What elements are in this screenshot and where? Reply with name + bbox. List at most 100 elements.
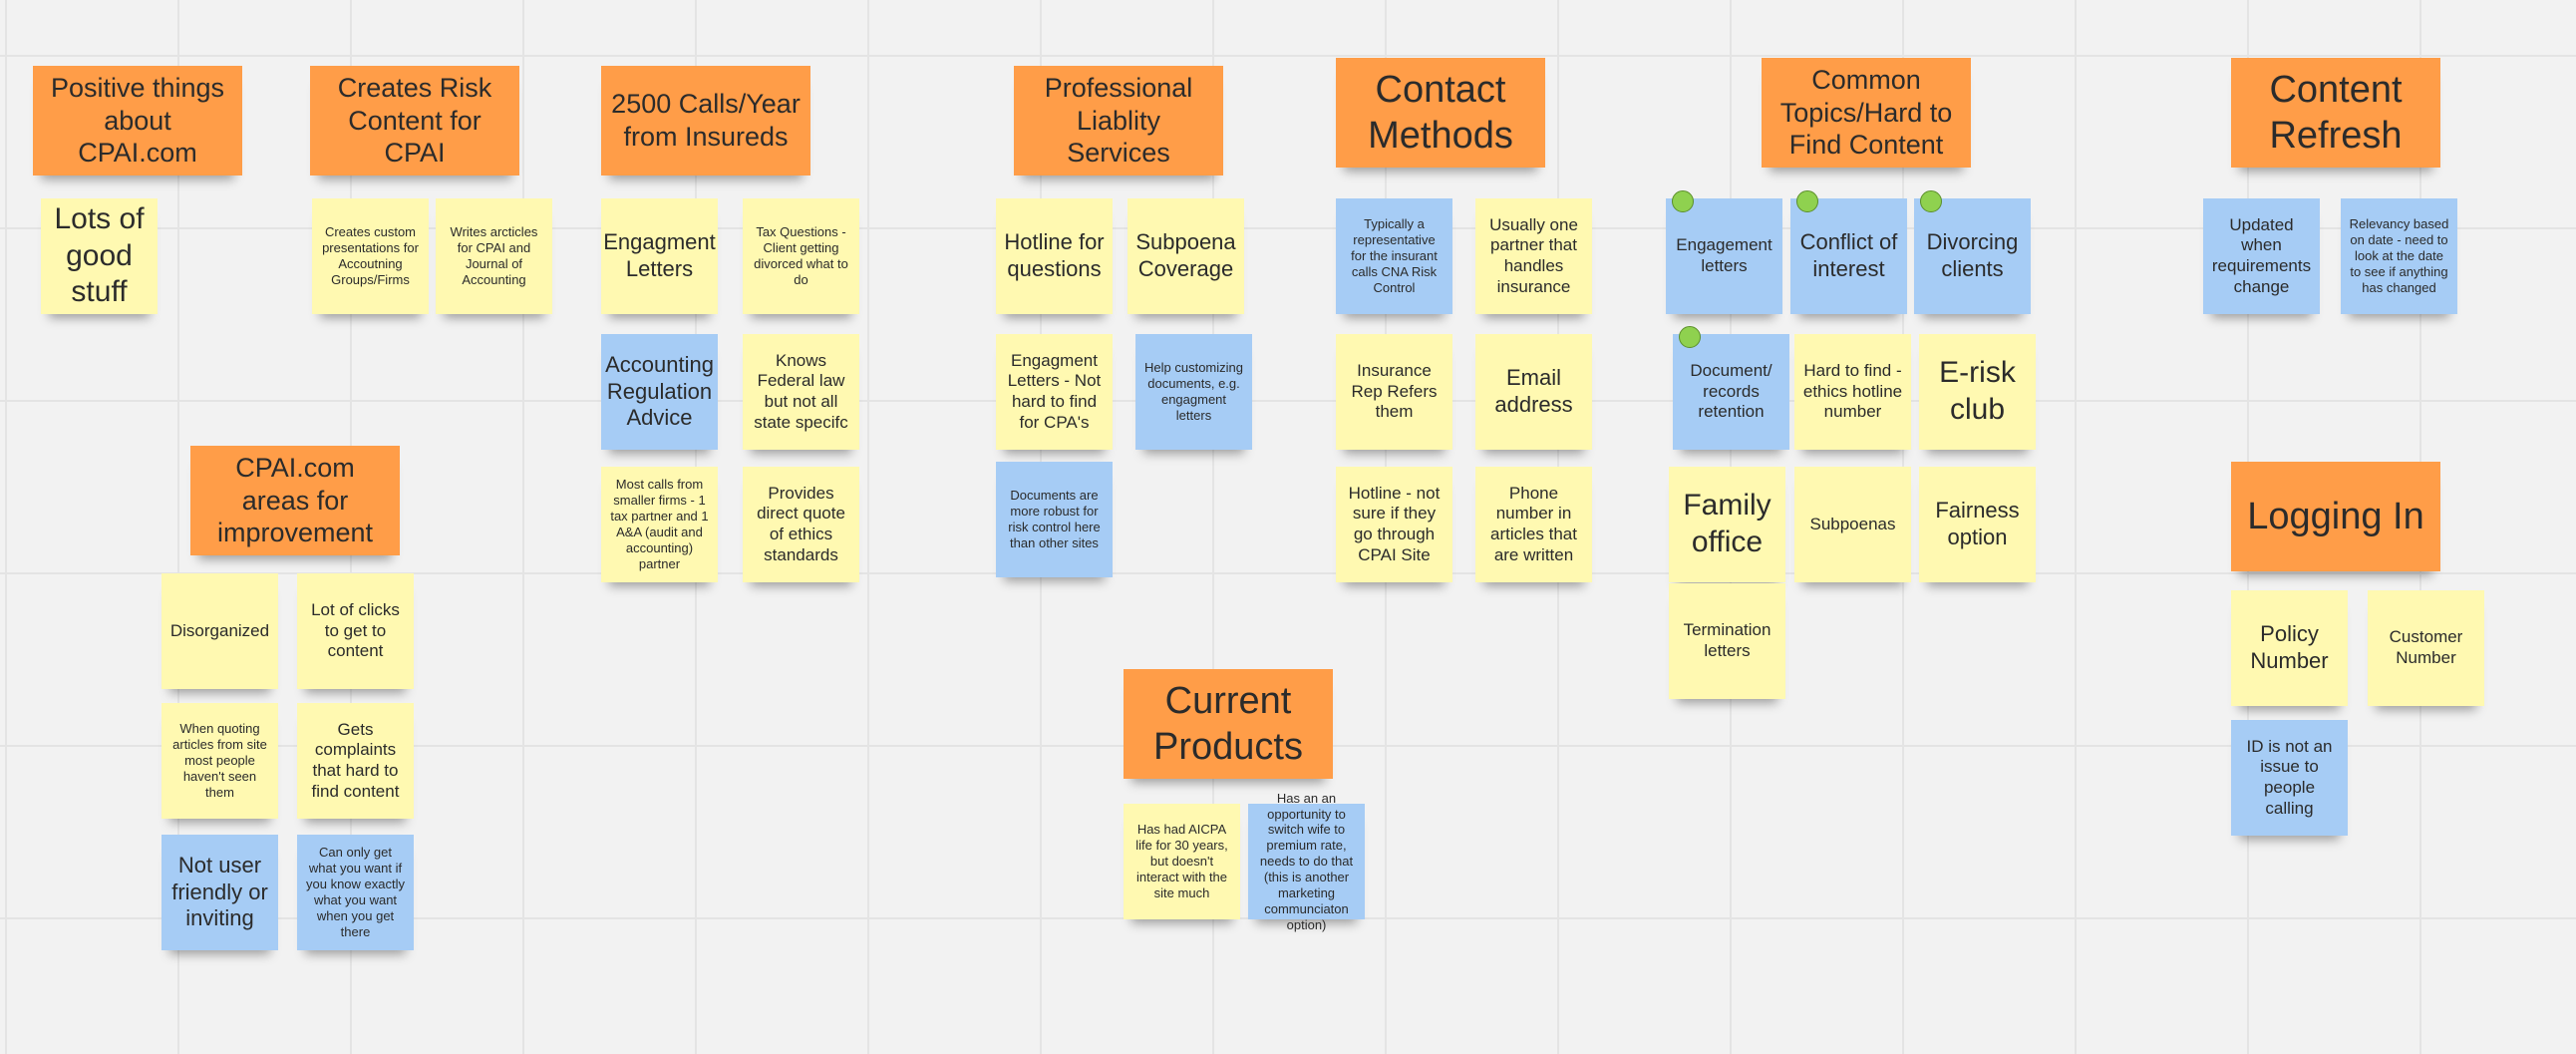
sticky-text: Family office: [1683, 489, 1771, 558]
sticky-note-relevancy-based-on-date-need-to-look-at-[interactable]: Relevancy based on date - need to look a…: [2341, 198, 2457, 314]
sticky-text: E-risk club: [1939, 356, 2016, 426]
sticky-note-subpoenas[interactable]: Subpoenas: [1794, 467, 1911, 582]
sticky-note-engagement-letters[interactable]: Engagement letters: [1666, 190, 1782, 314]
sticky-text: Professional Liablity Services: [1044, 72, 1193, 169]
sticky-text: When quoting articles from site most peo…: [172, 721, 267, 800]
sticky-text: Subpoena Coverage: [1135, 229, 1236, 281]
sticky-note-typically-a-representative-for-the-insur[interactable]: Typically a representative for the insur…: [1336, 198, 1452, 314]
vote-dot-icon: [1920, 190, 1942, 212]
sticky-text: Insurance Rep Refers them: [1351, 360, 1438, 422]
sticky-text: Document/ records retention: [1690, 360, 1772, 422]
sticky-note-hotline-not-sure-if-they-go-through-cpai[interactable]: Hotline - not sure if they go through CP…: [1336, 467, 1452, 582]
sticky-text: 2500 Calls/Year from Insureds: [611, 89, 801, 152]
sticky-note-policy-number[interactable]: Policy Number: [2231, 590, 2348, 706]
sticky-text: ID is not an issue to people calling: [2246, 736, 2333, 818]
sticky-text: Termination letters: [1683, 620, 1771, 660]
sticky-note-family-office[interactable]: Family office: [1669, 467, 1785, 582]
sticky-note-creates-custom-presentations-for-accoutn[interactable]: Creates custom presentations for Accoutn…: [312, 198, 429, 314]
header-sticky-common-topics-hard-to-find-content[interactable]: Common Topics/Hard to Find Content: [1762, 58, 1971, 168]
sticky-note-lot-of-clicks-to-get-to-content[interactable]: Lot of clicks to get to content: [297, 573, 414, 689]
sticky-note-customer-number[interactable]: Customer Number: [2368, 590, 2484, 706]
sticky-note-tax-questions-client-getting-divorced-wh[interactable]: Tax Questions - Client getting divorced …: [743, 198, 859, 314]
sticky-note-disorganized[interactable]: Disorganized: [161, 573, 278, 689]
header-sticky-logging-in[interactable]: Logging In: [2231, 462, 2440, 571]
sticky-note-provides-direct-quote-of-ethics-standard[interactable]: Provides direct quote of ethics standard…: [743, 467, 859, 582]
sticky-note-when-quoting-articles-from-site-most-peo[interactable]: When quoting articles from site most peo…: [161, 703, 278, 819]
sticky-text: Accounting Regulation Advice: [605, 351, 714, 431]
sticky-note-document-records-retention[interactable]: Document/ records retention: [1673, 326, 1789, 450]
sticky-note-help-customizing-documents-e-g-engagment[interactable]: Help customizing documents, e.g. engagme…: [1135, 334, 1252, 450]
sticky-note-engagment-letters-not-hard-to-find-for-c[interactable]: Engagment Letters - Not hard to find for…: [996, 334, 1113, 450]
sticky-text: Hotline for questions: [1004, 229, 1105, 281]
sticky-text: Engagment Letters - Not hard to find for…: [1007, 350, 1102, 432]
sticky-note-hard-to-find-ethics-hotline-number[interactable]: Hard to find -ethics hotline number: [1794, 334, 1911, 450]
sticky-text: Has had AICPA life for 30 years, but doe…: [1135, 822, 1228, 900]
header-sticky-2500-calls-year-from-insureds[interactable]: 2500 Calls/Year from Insureds: [601, 66, 810, 176]
sticky-text: Provides direct quote of ethics standard…: [757, 483, 845, 564]
sticky-note-subpoena-coverage[interactable]: Subpoena Coverage: [1127, 198, 1244, 314]
sticky-note-can-only-get-what-you-want-if-you-know-e[interactable]: Can only get what you want if you know e…: [297, 835, 414, 950]
header-sticky-creates-risk-content-for-cpai[interactable]: Creates Risk Content for CPAI: [310, 66, 519, 176]
sticky-text: Subpoenas: [1809, 514, 1896, 533]
sticky-note-engagment-letters[interactable]: Engagment Letters: [601, 198, 718, 314]
header-sticky-professional-liablity-services[interactable]: Professional Liablity Services: [1014, 66, 1223, 176]
sticky-note-not-user-friendly-or-inviting[interactable]: Not user friendly or inviting: [161, 835, 278, 950]
header-sticky-cpai-com-areas-for-improvement[interactable]: CPAI.com areas for improvement: [190, 446, 400, 555]
sticky-note-has-had-aicpa-life-for-30-years-but-does[interactable]: Has had AICPA life for 30 years, but doe…: [1124, 804, 1240, 919]
sticky-text: Creates custom presentations for Accoutn…: [322, 224, 419, 287]
sticky-text: Email address: [1494, 365, 1573, 417]
sticky-note-hotline-for-questions[interactable]: Hotline for questions: [996, 198, 1113, 314]
sticky-text: Writes arcticles for CPAI and Journal of…: [450, 224, 538, 287]
sticky-note-lots-of-good-stuff[interactable]: Lots of good stuff: [41, 198, 158, 314]
sticky-note-email-address[interactable]: Email address: [1475, 334, 1592, 450]
sticky-text: Conflict of interest: [1799, 229, 1898, 281]
sticky-text: Gets complaints that hard to find conten…: [311, 719, 400, 801]
sticky-text: Updated when requirements change: [2211, 214, 2312, 296]
sticky-text: Phone number in articles that are writte…: [1490, 483, 1577, 564]
sticky-text: Current Products: [1153, 679, 1303, 768]
sticky-note-termination-letters[interactable]: Termination letters: [1669, 583, 1785, 699]
sticky-note-most-calls-from-smaller-firms-1-tax-part[interactable]: Most calls from smaller firms - 1 tax pa…: [601, 467, 718, 582]
sticky-note-id-is-not-an-issue-to-people-calling[interactable]: ID is not an issue to people calling: [2231, 720, 2348, 836]
sticky-text: Lots of good stuff: [54, 202, 145, 309]
sticky-text: Logging In: [2247, 495, 2424, 537]
sticky-note-knows-federal-law-but-not-all-state-spec[interactable]: Knows Federal law but not all state spec…: [743, 334, 859, 450]
sticky-text: CPAI.com areas for improvement: [216, 452, 374, 548]
sticky-text: Hotline - not sure if they go through CP…: [1348, 483, 1441, 564]
header-sticky-content-refresh[interactable]: Content Refresh: [2231, 58, 2440, 168]
sticky-note-writes-arcticles-for-cpai-and-journal-of[interactable]: Writes arcticles for CPAI and Journal of…: [436, 198, 552, 314]
header-sticky-positive-things-about-cpai-com[interactable]: Positive things about CPAI.com: [33, 66, 242, 176]
sticky-text: Engagment Letters: [603, 229, 716, 281]
vote-dot-icon: [1796, 190, 1818, 212]
sticky-text: Tax Questions - Client getting divorced …: [754, 224, 848, 287]
sticky-note-phone-number-in-articles-that-are-writte[interactable]: Phone number in articles that are writte…: [1475, 467, 1592, 582]
sticky-text: Usually one partner that handles insuran…: [1489, 214, 1578, 296]
sticky-note-insurance-rep-refers-them[interactable]: Insurance Rep Refers them: [1336, 334, 1452, 450]
sticky-text: Engagement letters: [1676, 235, 1772, 275]
sticky-text: Knows Federal law but not all state spec…: [754, 350, 848, 432]
sticky-note-accounting-regulation-advice[interactable]: Accounting Regulation Advice: [601, 334, 718, 450]
sticky-text: Can only get what you want if you know e…: [306, 845, 405, 939]
sticky-text: Typically a representative for the insur…: [1351, 216, 1438, 295]
sticky-text: Hard to find -ethics hotline number: [1802, 360, 1903, 422]
sticky-note-conflict-of-interest[interactable]: Conflict of interest: [1790, 190, 1907, 314]
sticky-note-updated-when-requirements-change[interactable]: Updated when requirements change: [2203, 198, 2320, 314]
vote-dot-icon: [1672, 190, 1694, 212]
sticky-text: Most calls from smaller firms - 1 tax pa…: [610, 477, 709, 571]
sticky-text: Has an an opportunity to switch wife to …: [1259, 790, 1354, 932]
sticky-note-divorcing-clients[interactable]: Divorcing clients: [1914, 190, 2031, 314]
header-sticky-current-products[interactable]: Current Products: [1124, 669, 1333, 779]
sticky-note-documents-are-more-robust-for-risk-contr[interactable]: Documents are more robust for risk contr…: [996, 462, 1113, 577]
sticky-text: Positive things about CPAI.com: [50, 72, 225, 169]
vote-dot-icon: [1679, 326, 1701, 348]
sticky-note-has-an-an-opportunity-to-switch-wife-to-[interactable]: Has an an opportunity to switch wife to …: [1248, 791, 1365, 932]
sticky-text: Policy Number: [2250, 621, 2329, 673]
sticky-note-gets-complaints-that-hard-to-find-conten[interactable]: Gets complaints that hard to find conten…: [297, 703, 414, 819]
sticky-note-usually-one-partner-that-handles-insuran[interactable]: Usually one partner that handles insuran…: [1475, 198, 1592, 314]
sticky-text: Creates Risk Content for CPAI: [337, 72, 492, 169]
sticky-note-fairness-option[interactable]: Fairness option: [1919, 467, 2036, 582]
sticky-text: Relevancy based on date - need to look a…: [2349, 216, 2449, 295]
header-sticky-contact-methods[interactable]: Contact Methods: [1336, 58, 1545, 168]
sticky-text: Not user friendly or inviting: [171, 852, 268, 931]
sticky-note-e-risk-club[interactable]: E-risk club: [1919, 334, 2036, 450]
